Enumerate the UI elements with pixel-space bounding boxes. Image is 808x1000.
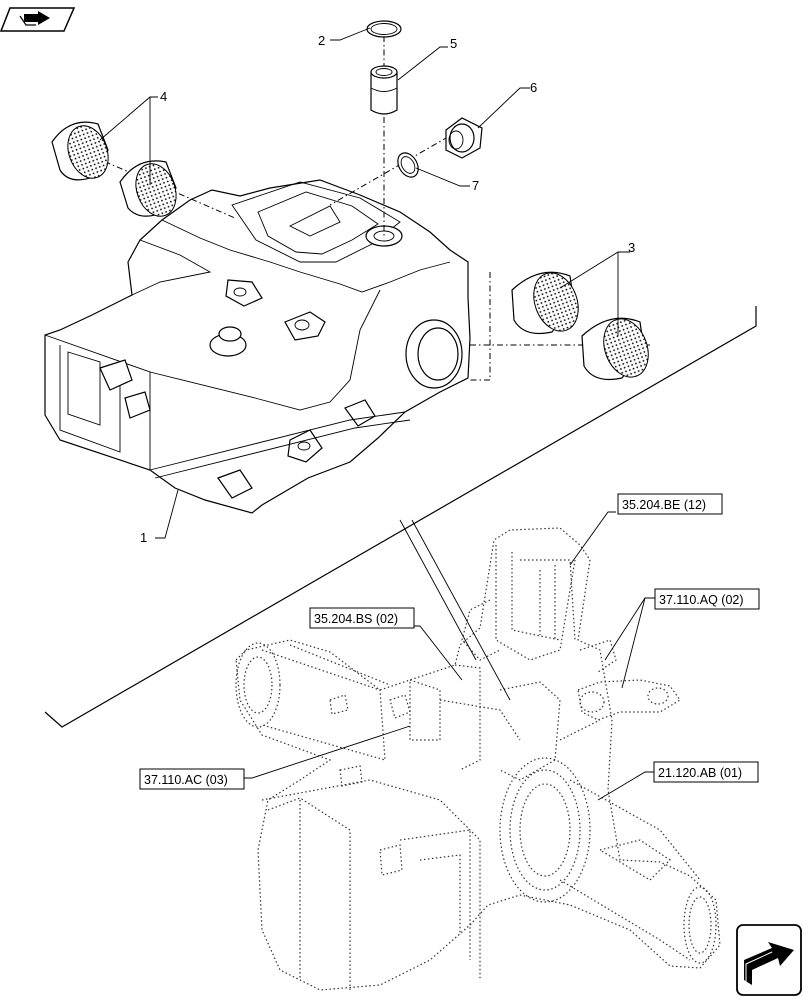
part-label-3: 3 [628, 240, 635, 255]
transmission-assembly [235, 527, 721, 991]
seal-ring-7 [397, 152, 419, 178]
part-label-4: 4 [160, 89, 167, 104]
reference-label: 35.204.BS (02) [314, 612, 398, 626]
plug-6 [445, 117, 483, 159]
reference-label: 35.204.BE (12) [622, 498, 706, 512]
bushing-3b [581, 317, 649, 381]
part-label-6: 6 [530, 80, 537, 95]
reference-link-21-120-ab[interactable]: 21.120.AB (01) [653, 761, 759, 783]
part-number-labels: 1 2 3 4 5 6 7 [140, 33, 635, 545]
sleeve-5 [370, 65, 398, 115]
leader-lines [99, 27, 630, 539]
part-label-7: 7 [472, 178, 479, 193]
part-label-1: 1 [140, 530, 147, 545]
o-ring-2 [366, 20, 402, 38]
reference-label: 37.110.AC (03) [144, 773, 228, 787]
reference-link-37-110-aq[interactable]: 37.110.AQ (02) [654, 588, 760, 610]
reference-label: 37.110.AQ (02) [659, 593, 744, 607]
part-label-2: 2 [318, 33, 325, 48]
bushing-4a [51, 121, 109, 181]
bushing-3a [511, 271, 579, 335]
reference-link-37-110-ac[interactable]: 37.110.AC (03) [139, 768, 245, 790]
bushing-4b [119, 160, 177, 217]
reference-label: 21.120.AB (01) [658, 766, 742, 780]
lift-housing [44, 179, 471, 514]
reference-link-35-204-bs[interactable]: 35.204.BS (02) [309, 607, 415, 629]
reference-link-35-204-be[interactable]: 35.204.BE (12) [617, 493, 723, 515]
book-arrow-icon[interactable] [0, 7, 76, 32]
section-divider [44, 306, 757, 728]
part-label-5: 5 [450, 36, 457, 51]
reference-leader-lines [244, 511, 655, 801]
next-page-arrow-icon[interactable] [736, 924, 802, 996]
